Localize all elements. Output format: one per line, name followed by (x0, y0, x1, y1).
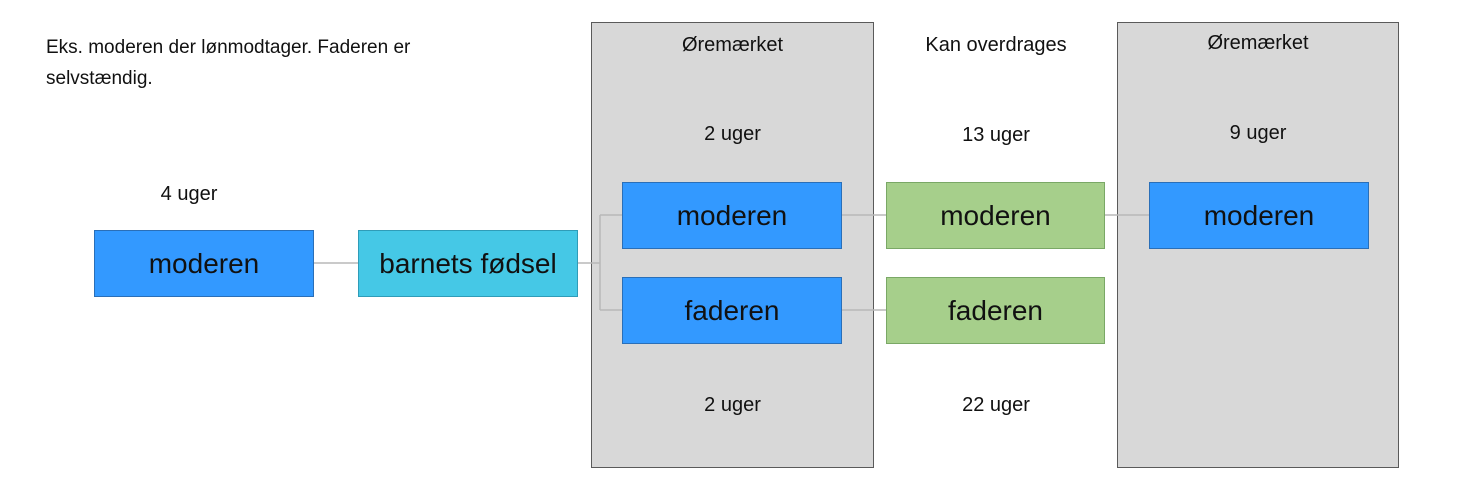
birth-box: barnets fødsel (358, 230, 578, 297)
transferable-father-box: faderen (886, 277, 1105, 344)
earmarked-first-header: Øremærket (681, 34, 784, 56)
earmarked-second-header: Øremærket (1207, 32, 1309, 54)
earmarked-first-father-box: faderen (622, 277, 842, 344)
earmarked-second-mother-weeks: 9 uger (1229, 122, 1287, 144)
transferable-father-weeks: 22 uger (962, 394, 1030, 416)
transferable-header: Kan overdrages (925, 34, 1067, 56)
earmarked-first-father-weeks: 2 uger (704, 394, 761, 416)
before-birth-weeks: 4 uger (160, 183, 218, 205)
before-birth-mother-box: moderen (94, 230, 314, 297)
earmarked-first-mother-box: moderen (622, 182, 842, 249)
transferable-mother-box: moderen (886, 182, 1105, 249)
earmarked-first-mother-weeks: 2 uger (704, 123, 761, 145)
earmarked-second-mother-box: moderen (1149, 182, 1369, 249)
transferable-mother-weeks: 13 uger (962, 124, 1030, 146)
intro-text: Eks. moderen der lønmodtager. Faderen er… (46, 37, 411, 89)
